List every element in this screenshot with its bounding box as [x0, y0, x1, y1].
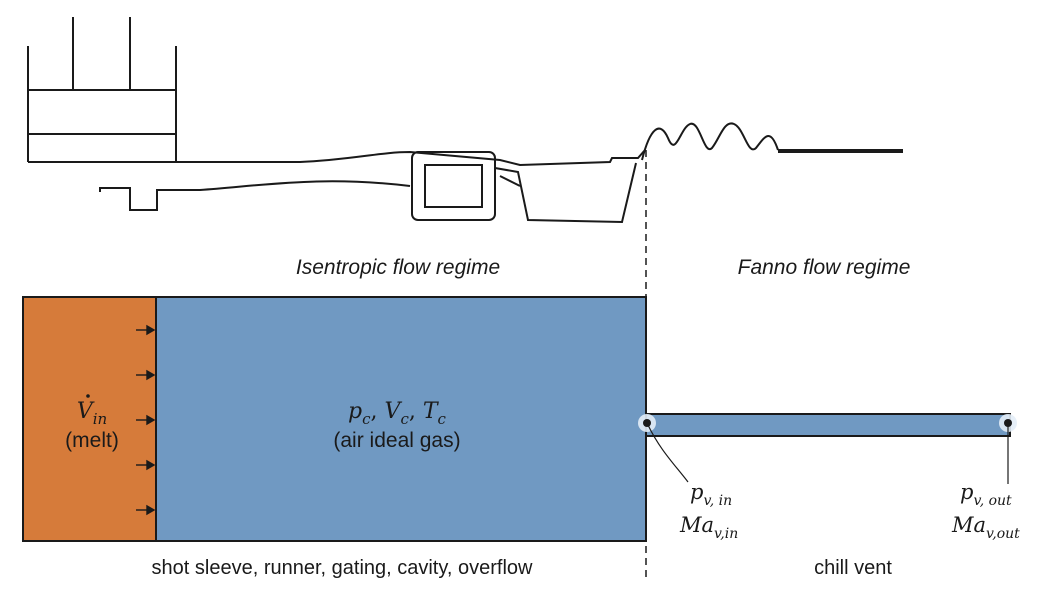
casting-schematic: [27, 17, 903, 224]
chill-vent-zigzag: [641, 122, 779, 161]
melt-label: (melt): [65, 429, 119, 452]
gating-outer: [411, 151, 496, 221]
gating-inner: [424, 164, 483, 208]
vent-outlet-pressure: pv, out: [960, 480, 1012, 509]
melt-block: [22, 296, 157, 542]
inlet-leader: [647, 424, 689, 483]
cavity: [494, 162, 637, 224]
melt-flowrate-symbol: Vin: [77, 399, 107, 428]
runner-upper: [28, 149, 646, 167]
right-caption: chill vent: [814, 557, 892, 579]
plunger-head: [27, 89, 177, 135]
vent-inlet-mach: Mav,in: [679, 513, 738, 542]
runner-lower: [99, 180, 411, 211]
isentropic-regime-label: Isentropic flow regime: [296, 256, 500, 279]
vent-inlet-point: [643, 419, 651, 427]
vent-outlet-mach: Mav,out: [951, 513, 1020, 542]
vent-outlet-point: [1004, 419, 1012, 427]
cavity-label: (air ideal gas): [333, 429, 460, 452]
cavity-state-variables: pc, Vc, Tc: [348, 399, 446, 428]
left-caption: shot sleeve, runner, gating, cavity, ove…: [152, 557, 533, 579]
flowrate-dot: [86, 394, 90, 398]
melt-push-arrows: [136, 324, 156, 516]
fanno-regime-label: Fanno flow regime: [738, 256, 911, 279]
vent-inlet-pressure: pv, in: [690, 480, 732, 509]
air-cavity-block: [155, 296, 647, 542]
chill-vent-tube: [645, 413, 1011, 437]
